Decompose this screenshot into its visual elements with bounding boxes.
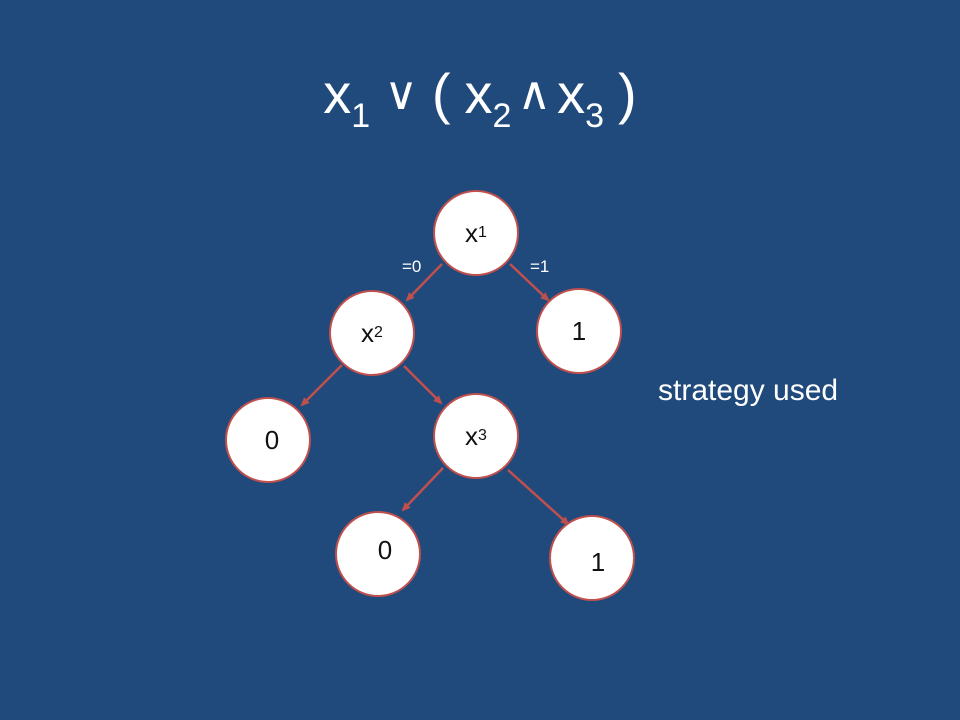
edge-root-to-leaf-1: [509, 263, 550, 302]
node-leaf-0-bottom-label: 0: [377, 534, 393, 565]
node-leaf-0-bottom: [335, 511, 421, 597]
title-x1: x1: [323, 62, 371, 135]
node-x3: [433, 393, 519, 479]
node-leaf-0-left-label: 0: [264, 424, 280, 455]
node-leaf-0-left: [225, 397, 311, 483]
and-operator: ∧: [517, 67, 552, 119]
node-leaf-1-bottom-label: 1: [590, 546, 606, 577]
node-root: [433, 190, 519, 276]
edge-x2-to-leaf-0: [300, 364, 343, 407]
edge-label-true: =1: [530, 257, 550, 276]
node-x2: [329, 290, 415, 376]
title-x2: x2: [464, 62, 512, 135]
edge-x3-to-leaf-1: [507, 469, 570, 526]
node-leaf-1-bottom: [549, 515, 635, 601]
strategy-caption: strategy used: [658, 374, 839, 407]
close-paren: ): [618, 62, 637, 125]
node-leaf-1-top: [536, 288, 622, 374]
node-leaf-1-top-label: 1: [571, 315, 587, 346]
title-x3: x3: [557, 62, 605, 135]
open-paren: (: [431, 62, 451, 125]
edge-x3-to-leaf-0: [401, 467, 444, 512]
edge-label-false: =0: [402, 257, 422, 276]
edge-root-to-x2: [405, 263, 443, 302]
edge-x2-to-x3: [403, 365, 443, 405]
or-operator: ∨: [384, 67, 418, 119]
formula-title: x1∨(x2∧x3): [0, 58, 960, 133]
